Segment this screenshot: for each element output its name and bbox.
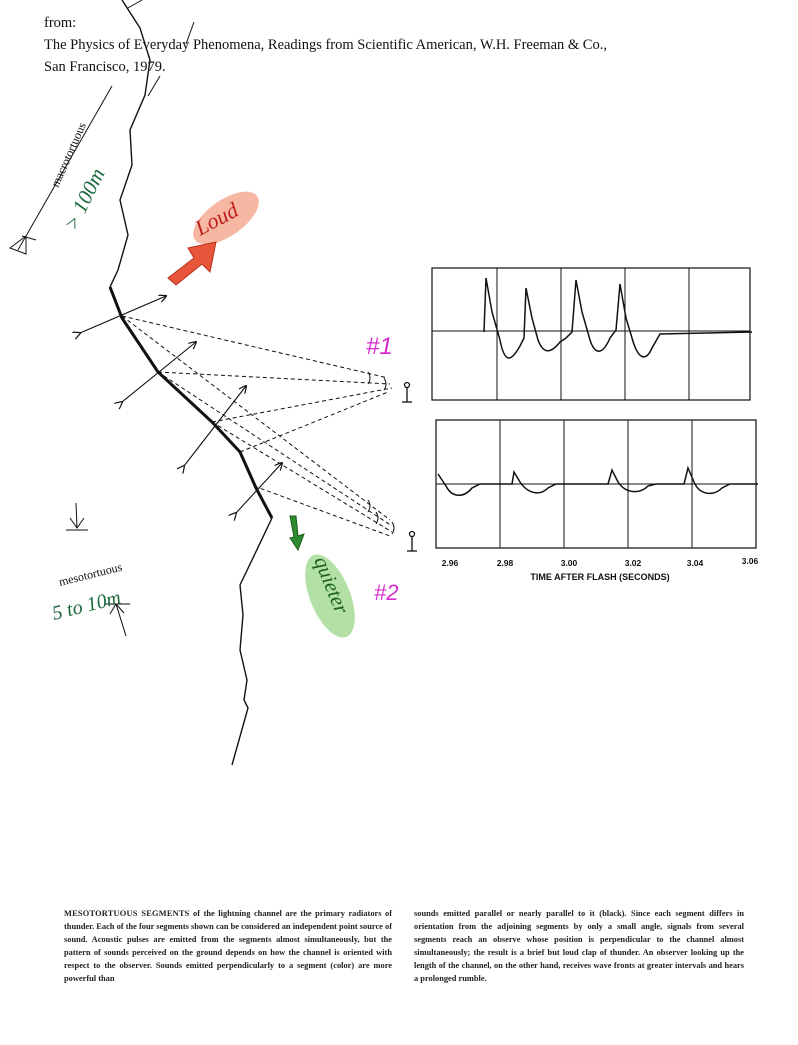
source-line-2: The Physics of Everyday Phenomena, Readi… [44, 37, 607, 53]
scale-tick [185, 21, 195, 45]
meso-label: mesotortuous [57, 560, 123, 589]
meso-segments [108, 286, 274, 519]
caption-lead: MESOTORTUOUS SEGMENTS [64, 909, 190, 918]
meso-scale-top-arrow [69, 517, 85, 529]
tick-label: 3.04 [687, 558, 704, 568]
observer-2-label: #2 [374, 580, 398, 605]
lower-waveform-trace [437, 465, 758, 496]
arrow-seg1 [80, 296, 166, 333]
x-axis-title: TIME AFTER FLASH (SECONDS) [530, 572, 669, 582]
upper-waveform-trace [483, 277, 753, 359]
source-line-1: from: [44, 15, 77, 31]
meso-scale: 5 to 10m [50, 587, 123, 625]
tick-label: 3.02 [625, 558, 642, 568]
scale-tick [147, 75, 161, 97]
tick-label: 2.98 [497, 558, 514, 568]
upper-waveform-panel [431, 267, 753, 401]
sound-rays [121, 315, 393, 537]
tick-label: 2.96 [442, 558, 459, 568]
caption-left-text: of the lightning channel are the primary… [64, 909, 393, 983]
lightning-thunder-figure: macrotortuous > 100m mesotortuous 5 to 1… [8, 0, 759, 766]
upper-grid [432, 268, 750, 400]
tick-label: 3.06 [742, 556, 759, 566]
caption-left-column: MESOTORTUOUS SEGMENTS of the lightning c… [64, 908, 392, 985]
quieter-highlight [305, 554, 355, 638]
arrow-seg4 [236, 463, 282, 513]
source-citation: from: The Physics of Everyday Phenomena,… [44, 12, 607, 78]
lower-channel [231, 517, 273, 766]
upper-channel [109, 0, 151, 288]
arrow-seg3 [184, 386, 246, 466]
meso-scale-bottom-stem [115, 603, 127, 637]
observer-1-label: #1 [366, 333, 393, 360]
meso-scale-bottom-arrow [109, 603, 125, 615]
source-line-3: San Francisco, 1979. [44, 59, 166, 75]
scale-tick [127, 0, 143, 9]
x-axis-tick-labels: 2.96 2.98 3.00 3.02 3.04 3.06 [442, 556, 759, 568]
tick-label: 3.00 [561, 558, 578, 568]
wavefronts [367, 371, 395, 535]
loud-arrow [167, 241, 217, 286]
loud-highlight [193, 191, 259, 245]
observer-1-figure [402, 381, 412, 403]
lower-waveform-panel [435, 419, 758, 549]
meso-scale-top-stem [75, 502, 78, 529]
upper-panel-frame [431, 267, 751, 401]
caption-right-column: sounds emitted parallel or nearly parall… [414, 909, 744, 983]
observer-2-figure [407, 530, 417, 552]
macro-scale-line [17, 85, 113, 251]
quieter-arrow [289, 515, 305, 552]
macro-scale-arrowhead [8, 235, 27, 255]
